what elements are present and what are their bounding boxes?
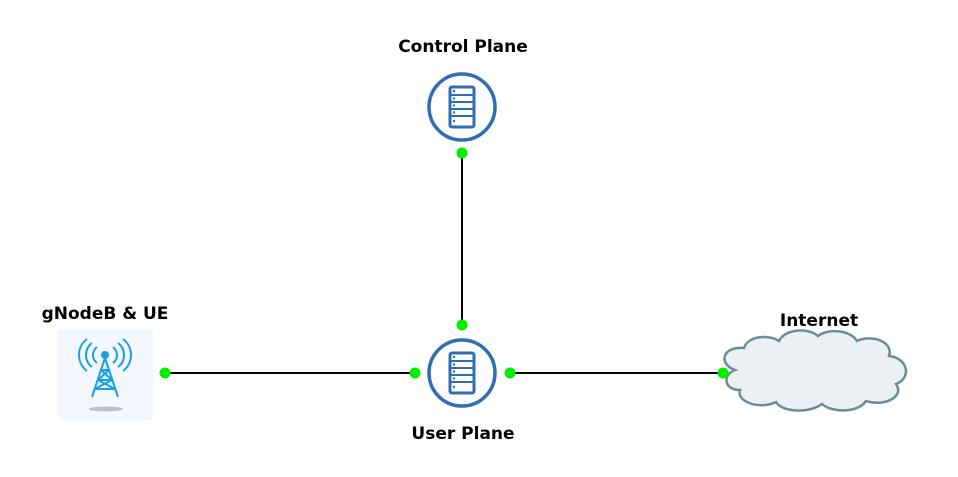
server-icon (448, 351, 476, 395)
user-plane-node[interactable] (427, 338, 497, 408)
connector-dot (456, 319, 468, 331)
internet-label: Internet (779, 311, 859, 331)
gnodeb-label: gNodeB & UE (41, 304, 169, 324)
connector-dot (717, 367, 729, 379)
connector-dot (409, 367, 421, 379)
control-plane-node[interactable] (427, 72, 497, 142)
tower-shadow (89, 406, 123, 412)
gnodeb-node[interactable] (58, 330, 153, 420)
internet-node[interactable] (723, 329, 908, 412)
connector-dot (456, 147, 468, 159)
cloud-icon (723, 329, 908, 412)
control-plane-label: Control Plane (398, 37, 528, 57)
user-plane-label: User Plane (411, 424, 515, 444)
connector-dot (159, 367, 171, 379)
cell-tower-icon (78, 338, 132, 398)
server-icon (448, 85, 476, 129)
connector-dot (504, 367, 516, 379)
